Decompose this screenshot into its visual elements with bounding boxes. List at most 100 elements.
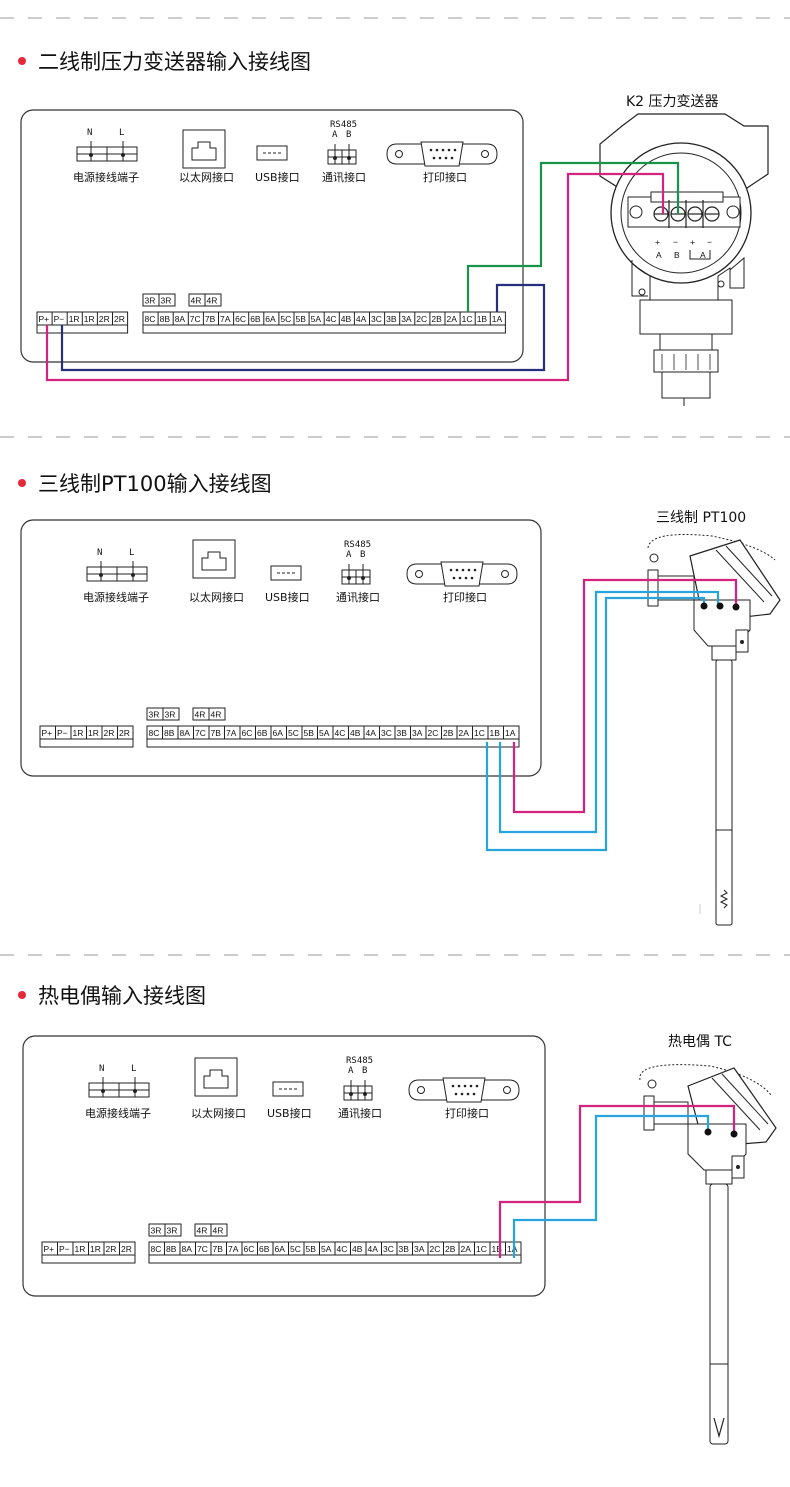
terminal-label: 6C [244,1244,255,1254]
print-label: 打印接口 [423,170,467,184]
svg-text:A: A [656,250,662,260]
svg-text:A: A [700,250,706,260]
rs485-a-label: A [332,130,338,140]
terminal-label: 4R [213,1226,224,1236]
terminal-label: 3R [167,1226,178,1236]
terminal-label: 4R [211,710,222,720]
terminal-label: 1A [492,314,503,324]
terminal-label: 2R [106,1244,117,1254]
terminal-label: 3R [165,710,176,720]
terminal-label: 2C [428,728,439,738]
usb-port-icon [270,565,302,581]
terminal-label: 3C [371,314,382,324]
panel-1-frame [20,109,524,363]
terminal-label: 8A [182,1244,193,1254]
section-title-1: 二线制压力变送器输入接线图 [18,46,311,76]
terminal-label: 2R [104,728,115,738]
terminal-label: 5A [311,314,322,324]
ethernet-label: 以太网接口 [191,1107,246,1120]
rs485-terminal [327,144,357,165]
terminal-label: 1R [84,314,95,324]
terminal-label: 4C [337,1244,348,1254]
rs485-a-label: A [346,550,352,560]
terminal-label: 4R [207,296,218,306]
ethernet-port-icon [194,1057,238,1097]
terminal-label: 5A [321,1244,332,1254]
terminal-label: 2R [99,314,110,324]
terminal-label: 2B [431,314,442,324]
terminal-label: 7C [190,314,201,324]
terminal-label: 8B [166,1244,177,1254]
device-label-2: 三线制 PT100 [656,510,746,526]
terminal-label: 6B [259,1244,270,1254]
terminal-label: 1R [73,728,84,738]
terminal-label: 7B [205,314,216,324]
power-terminal [86,561,148,582]
power-terminal-label: 电源接线端子 [85,1106,151,1120]
terminal-label: 8C [151,1244,162,1254]
terminal-label: 3A [401,314,412,324]
terminal-label: 6A [275,1244,286,1254]
terminal-label: 6B [257,728,268,738]
terminal-label: 1A [505,728,516,738]
terminal-label: 2C [430,1244,441,1254]
terminal-label: P− [59,1244,70,1254]
terminal-label: 2R [121,1244,132,1254]
terminal-label: 3A [412,728,423,738]
terminal-label: 8A [175,314,186,324]
terminal-label: 3A [414,1244,425,1254]
device-1-terminal-labels: + − + − A B A [655,237,712,260]
section-title-2: 三线制PT100输入接线图 [18,468,272,498]
rs485-label: 通讯接口 [338,1107,382,1120]
terminal-label: P+ [44,1244,55,1254]
power-l-label: L [119,128,124,138]
usb-label: USB接口 [267,1107,312,1120]
terminal-label: P+ [42,728,53,738]
terminal-label: 5C [280,314,291,324]
rs485-terminal [343,1080,373,1101]
power-n-label: N [99,1064,104,1074]
terminal-label: 7C [197,1244,208,1254]
terminal-label: 1A [507,1244,518,1254]
ethernet-port-icon [182,129,226,169]
power-n-label: N [97,548,102,558]
terminal-label: 3R [149,710,160,720]
terminal-label: 2R [119,728,130,738]
terminal-label: 2R [114,314,125,324]
power-terminal [76,141,138,162]
terminal-label: 1B [492,1244,503,1254]
pressure-transmitter [599,113,769,406]
svg-text:+: + [690,237,695,247]
terminal-label: 3B [386,314,397,324]
terminal-label: 8C [149,728,160,738]
power-l-label: L [131,1064,136,1074]
section-title-text: 二线制压力变送器输入接线图 [38,50,311,74]
terminal-label: P− [57,728,68,738]
terminal-label: 6A [273,728,284,738]
wires-1 [45,161,680,382]
device-label-3: 热电偶 TC [668,1034,732,1050]
terminal-label: 4B [352,1244,363,1254]
terminal-label: 6B [250,314,261,324]
power-terminal [88,1077,150,1098]
terminal-label: 3R [151,1226,162,1236]
wires-3 [498,1104,736,1258]
rs485-title: RS485 [346,1056,373,1066]
usb-port-icon [256,145,288,161]
terminal-label: 5C [290,1244,301,1254]
svg-text:−: − [673,237,678,247]
terminal-label: 5B [304,728,315,738]
section-title-3: 热电偶输入接线图 [18,980,206,1010]
rs485-label: 通讯接口 [336,591,380,604]
terminal-label: 3R [145,296,156,306]
terminal-label: 3R [161,296,172,306]
usb-label: USB接口 [255,171,300,184]
